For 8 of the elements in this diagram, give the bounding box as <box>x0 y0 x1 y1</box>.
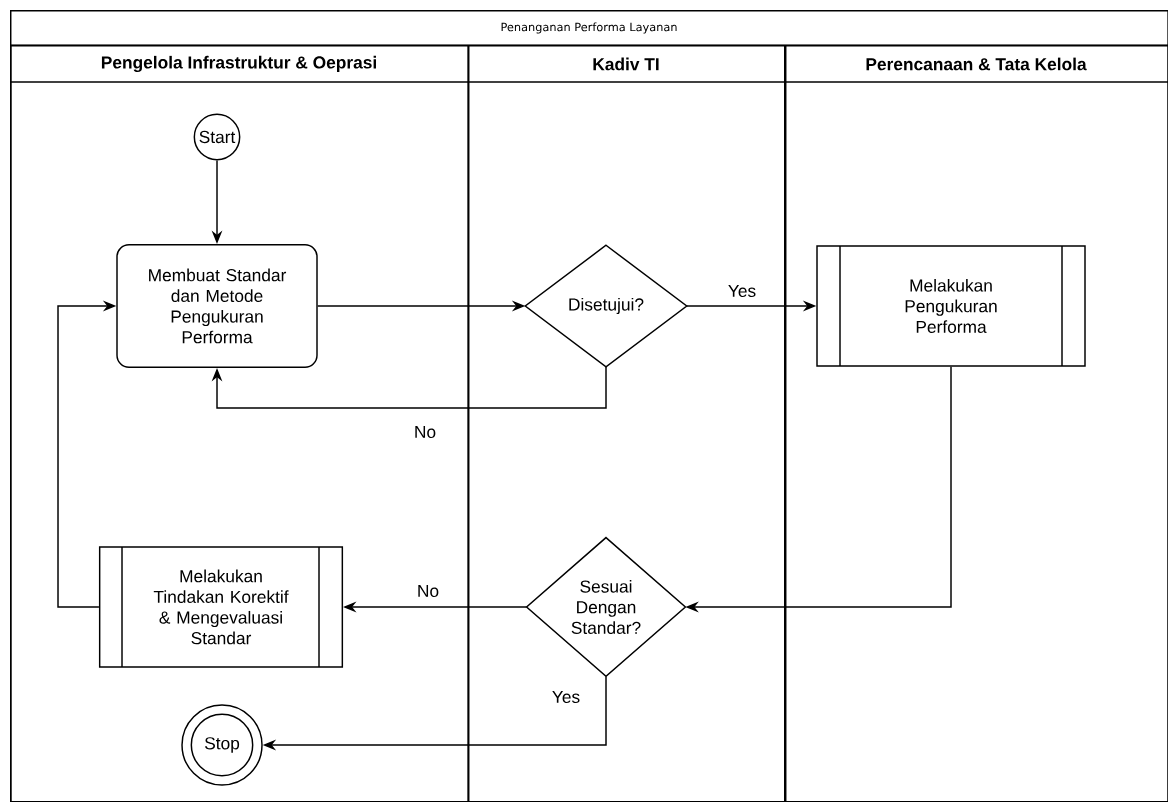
edge-label: Yes <box>726 283 758 299</box>
arrow <box>211 366 607 409</box>
subprocess-box: Melakukan Pengukuran Performa <box>816 245 1086 367</box>
subprocess-box: Melakukan Tindakan Korektif & Mengevaluasi Standar <box>98 546 344 668</box>
edge-label: Yes <box>550 689 582 705</box>
edge-label: No <box>412 424 438 440</box>
edge-label: No <box>415 583 441 599</box>
process-box: Membuat Standar dan Metode Pengukuran Performa <box>116 243 318 369</box>
